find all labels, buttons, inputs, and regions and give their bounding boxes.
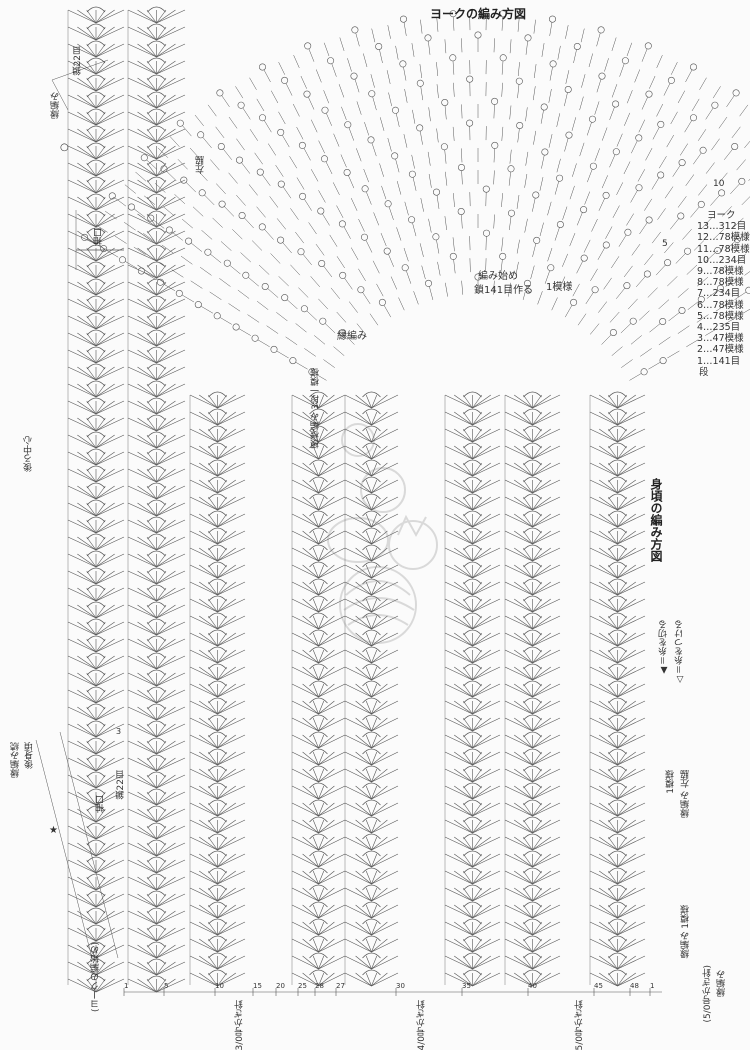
- yoke-start-note: (ヨークの編始め): [92, 942, 101, 1012]
- yoke-start-label: 編み始め: [478, 272, 518, 282]
- yoke-title: ヨークの編み方図: [430, 8, 526, 20]
- bottom-row-number: 27: [336, 982, 345, 990]
- bottom-row-number: 45: [594, 982, 603, 990]
- hook-size-5: 5/0号かぎ針: [576, 1000, 585, 1050]
- bottom-row-number: 20: [276, 982, 285, 990]
- right-edge-label: 縁編み: [718, 970, 727, 997]
- legend-row: 4…235目: [697, 322, 750, 333]
- star-symbol: ★: [49, 826, 58, 836]
- legend-footer: 段: [699, 367, 750, 378]
- edge-top-label: 縁編み: [52, 92, 61, 119]
- body-title: 身頃の編み方図: [650, 478, 662, 562]
- bottom-row-number: 35: [462, 982, 471, 990]
- bottom-row-number: 5: [164, 982, 168, 990]
- bottom-row-number: 25: [298, 982, 307, 990]
- yarn-ball-watermark: [318, 410, 448, 650]
- legend-row: 3…47模様: [697, 333, 750, 344]
- edge-pattern-label: 縁編み 1模様: [682, 905, 691, 959]
- open-circle-symbol: ○: [60, 143, 69, 153]
- legend-row: 12…78模様: [697, 232, 750, 243]
- lower-back-label: 後身頃: [26, 742, 35, 769]
- bottom-row-number: 10: [215, 982, 224, 990]
- legend-header: ヨーク: [707, 210, 750, 221]
- yoke-row-legend: ヨーク 13…312目 12…78模様 11…78模様 10…234目 9…78…: [697, 210, 750, 378]
- yoke-start-chain-label: 鎖141目作る: [474, 286, 533, 296]
- chain-22-bottom-label: 鎖22目: [117, 770, 126, 799]
- bottom-row-number: 28: [315, 982, 324, 990]
- legend-row: 13…312目: [697, 221, 750, 232]
- body-header-label: 模様編み 3段一模様: [312, 368, 321, 449]
- bottom-row-number: 48: [630, 982, 639, 990]
- bottom-row-number: 1: [650, 982, 654, 990]
- row-marker-3: 3: [116, 728, 121, 736]
- yoke-row-marker-5: 5: [662, 240, 668, 249]
- left-edge-label: 縁編み 左脇: [682, 770, 691, 818]
- lower-edge-label: 縁編み続: [12, 742, 21, 778]
- legend-row: 6…78模様: [697, 300, 750, 311]
- hook-size-3: 3/0号かぎ針: [236, 1000, 245, 1050]
- legend-row: 10…234目: [697, 255, 750, 266]
- left-edge-pattern-label: 1模様: [667, 770, 676, 794]
- left-side-label: 左脇: [197, 156, 206, 174]
- legend-row: 5…78模様: [697, 311, 750, 322]
- legend-cut-yarn: ▲＝糸を切る: [660, 620, 669, 675]
- bottom-row-number: 15: [253, 982, 262, 990]
- legend-row: 11…78模様: [697, 244, 750, 255]
- bottom-row-number: 40: [528, 982, 537, 990]
- yoke-pattern-label: 1模様: [546, 283, 572, 293]
- legend-attach-yarn: △＝糸をつける: [676, 620, 685, 684]
- chain-22-top-label: 鎖22目: [74, 46, 83, 75]
- legend-row: 9…78模様: [697, 266, 750, 277]
- bottom-row-number: 1: [124, 982, 128, 990]
- yoke-edge-label: 縁編み: [337, 332, 367, 342]
- right-edge-hook-label: (5/0号かぎ針): [704, 965, 713, 1023]
- legend-row: 2…47模様: [697, 344, 750, 355]
- bottom-row-number: 30: [396, 982, 405, 990]
- legend-row: 7…234目: [697, 288, 750, 299]
- legend-row: 8…78模様: [697, 277, 750, 288]
- yoke-row-marker-10: 10: [713, 180, 724, 189]
- armhole-top-label: 袖口: [95, 228, 104, 246]
- legend-row: 1…141目: [697, 356, 750, 367]
- back-center-label: 後ろ中心: [25, 436, 34, 472]
- hook-size-4: 4/0号かぎ針: [418, 1000, 427, 1050]
- armhole-bottom-label: 袖口: [97, 795, 106, 813]
